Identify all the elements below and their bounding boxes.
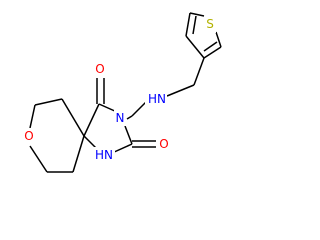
amine-nh-label: HN: [148, 92, 166, 106]
bond-ch2-nh: [166, 84, 195, 97]
bond-ch2-o: [29, 104, 36, 129]
bond-o-ch2: [29, 145, 48, 173]
bond-nh-c2: [111, 143, 133, 154]
atom-sulfur: S: [204, 17, 216, 33]
bond-thiophene-c2-c3-double: [192, 15, 197, 35]
bond-spiro-nh: [83, 135, 97, 149]
carbonyl-oxygen-top-label: O: [95, 62, 104, 76]
ring-nh-label: HN: [95, 148, 113, 162]
bond-thiophene-c4-c5: [203, 46, 222, 59]
bond-thiophene-c2-c3: [185, 12, 191, 37]
carbonyl-oxygen-right-label: O: [159, 137, 168, 151]
bond-ch2-n: [126, 115, 133, 120]
sulfur-label: S: [206, 17, 214, 31]
atom-ring-oxygen: O: [23, 128, 36, 144]
molecule-canvas: S HN O N O HN O: [23, 12, 222, 173]
molecule-structure: S HN O N O HN O: [23, 12, 222, 173]
atom-ring-nh: HN: [93, 147, 115, 163]
bond-thiophene-c3-c4: [185, 35, 205, 59]
bond-thiophene-c4-c5-double: [203, 41, 218, 52]
atom-carbonyl-oxygen-top: O: [94, 62, 106, 78]
imide-nitrogen-label: N: [116, 111, 125, 125]
bond-ch2-spiro: [72, 135, 85, 173]
ring-oxygen-label: O: [24, 129, 33, 143]
bond-ch2-ch2-top: [34, 98, 63, 106]
bond-c2-n: [124, 125, 133, 145]
bond-c4-ch2: [193, 57, 205, 86]
atom-amine-nh: HN: [145, 91, 167, 107]
atom-carbonyl-oxygen-right: O: [158, 136, 170, 152]
bond-spiro-ch2-top: [61, 98, 85, 137]
atom-imide-nitrogen: N: [114, 110, 126, 126]
bond-nh-ch2: [131, 100, 148, 117]
bond-thiophene-c5-s: [215, 31, 222, 48]
bond-c4-spiro: [83, 103, 100, 137]
bonds: [29, 12, 222, 173]
bond-thiophene-s-c2: [189, 12, 205, 17]
atoms: S HN O N O HN O: [23, 17, 216, 163]
